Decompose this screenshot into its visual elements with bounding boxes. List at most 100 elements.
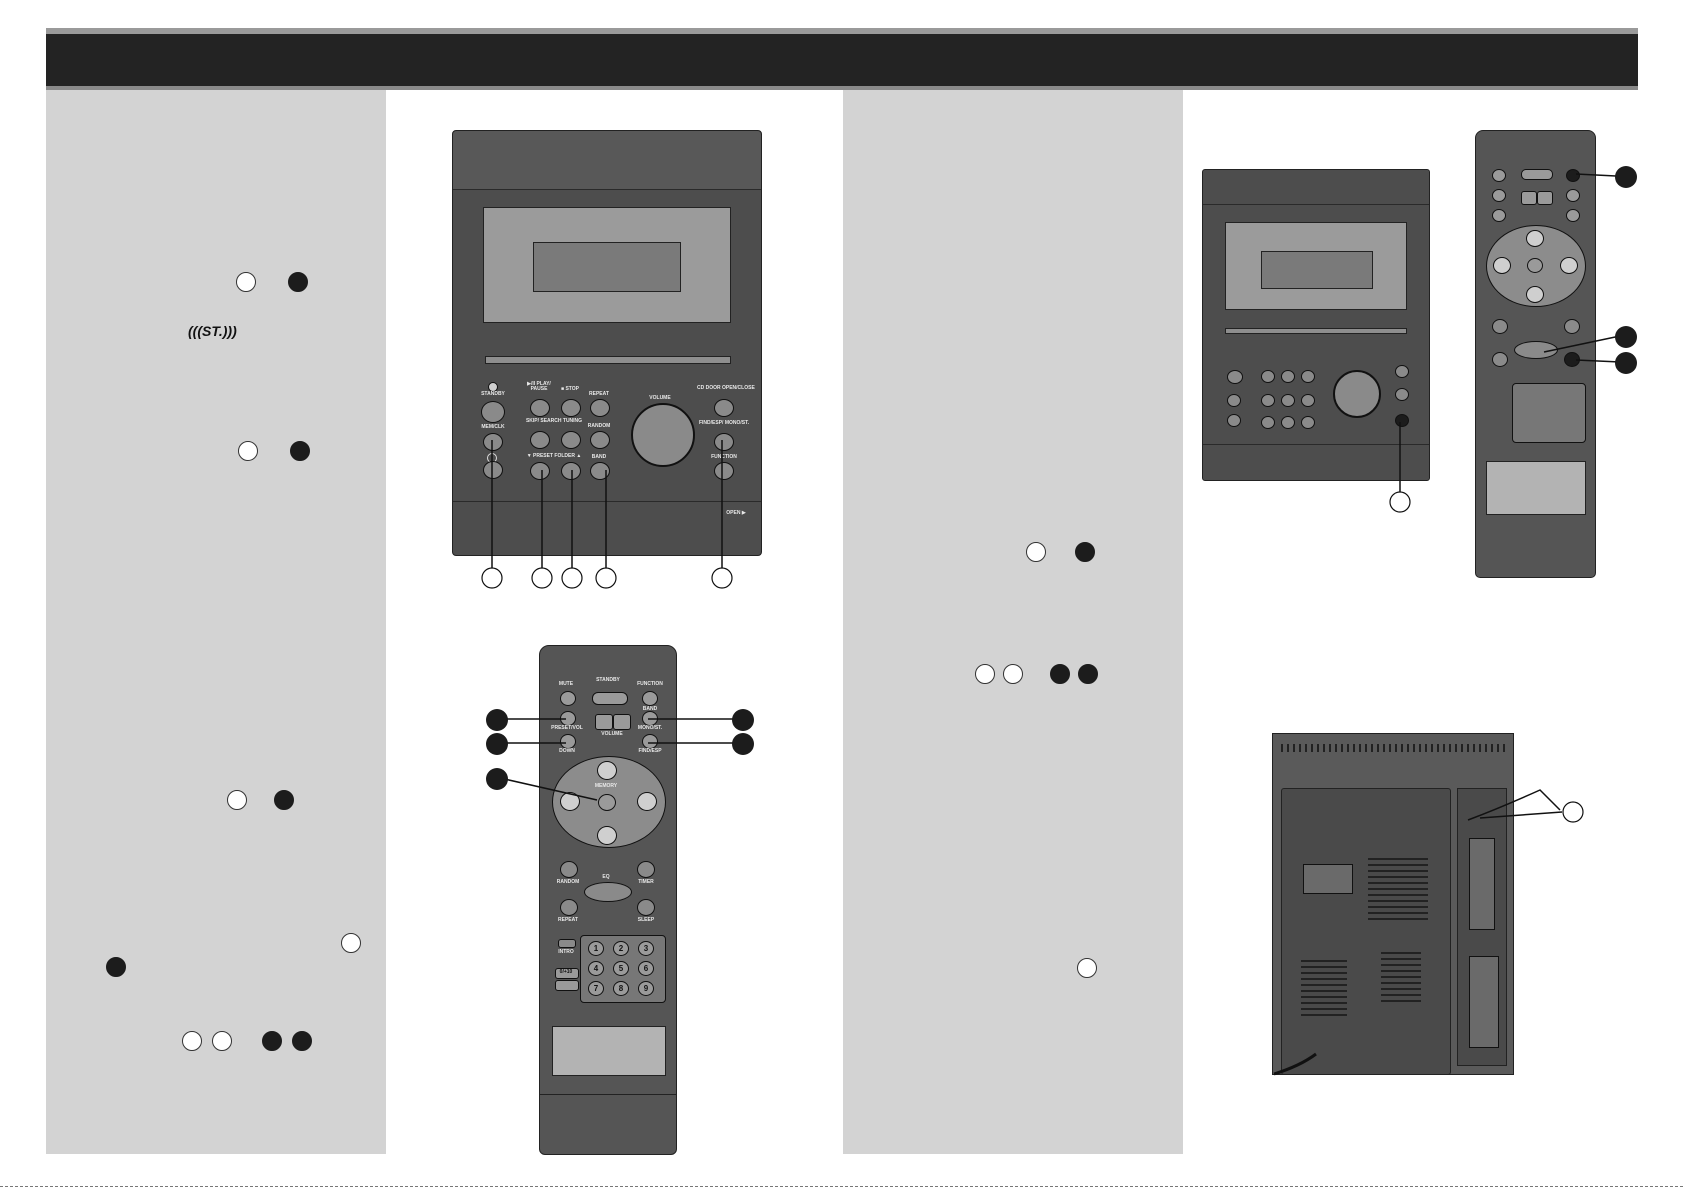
find-esp-button[interactable] — [714, 433, 734, 451]
key-4[interactable]: 4 — [588, 961, 604, 976]
small-remote-random[interactable] — [1492, 319, 1508, 334]
main-unit: STANDBY MEM/CLK ▶/II PLAY/ PAUSE ■ STOP … — [452, 130, 762, 556]
small-preset-up-button[interactable] — [1281, 416, 1295, 429]
small-play-button[interactable] — [1261, 370, 1275, 383]
preset-folder-label: ▼ PRESET FOLDER ▲ — [526, 453, 582, 459]
small-mem-button[interactable] — [1227, 394, 1241, 407]
remote-down-button[interactable] — [560, 734, 576, 749]
small-function-button[interactable] — [1395, 414, 1409, 427]
remote-play-pause-button[interactable] — [597, 761, 617, 780]
ref-circle-filled — [106, 957, 126, 977]
small-remote-mono[interactable] — [1566, 209, 1580, 222]
repeat-button[interactable] — [590, 399, 610, 417]
voltage-selector[interactable] — [1303, 864, 1353, 894]
key-2[interactable]: 2 — [613, 941, 629, 956]
function-button[interactable] — [714, 462, 734, 480]
small-remote-eq[interactable] — [1514, 341, 1558, 359]
key-6[interactable]: 6 — [638, 961, 654, 976]
volume-knob[interactable] — [631, 403, 695, 467]
small-remote-down[interactable] — [1492, 209, 1506, 222]
small-remote-standby[interactable] — [1521, 169, 1553, 180]
antenna-terminal[interactable] — [1469, 838, 1495, 930]
small-remote-play[interactable] — [1526, 230, 1544, 247]
small-remote-keypad — [1512, 383, 1586, 443]
remote-preset-vol-label: PRESET/VOL — [551, 725, 583, 731]
small-cd-door-button[interactable] — [1395, 365, 1409, 378]
ref-circle-open — [227, 790, 247, 810]
key-9[interactable]: 9 — [638, 981, 654, 996]
preset-down-button[interactable] — [530, 462, 550, 480]
ref-circle-filled — [292, 1031, 312, 1051]
small-remote-function[interactable] — [1566, 169, 1580, 182]
remote-next-button[interactable] — [637, 792, 657, 811]
small-remote-stop[interactable] — [1526, 286, 1544, 303]
preset-up-button[interactable] — [561, 462, 581, 480]
remote-intro-button[interactable] — [558, 939, 576, 948]
small-remote-prev[interactable] — [1493, 257, 1511, 274]
remote-bottom-cap — [540, 1094, 676, 1095]
small-preset-down-button[interactable] — [1261, 416, 1275, 429]
band-button[interactable] — [590, 462, 610, 480]
remote-volume-plus[interactable] — [613, 714, 631, 730]
header-top-line — [46, 28, 1638, 34]
skip-back-button[interactable] — [530, 431, 550, 449]
speaker-terminals[interactable] — [1469, 956, 1499, 1048]
small-remote-band[interactable] — [1566, 189, 1580, 202]
large-remote: MUTE STANDBY FUNCTION BAND PRESET/VOL VO… — [539, 645, 677, 1155]
small-phones-button[interactable] — [1227, 414, 1241, 427]
small-forward-button[interactable] — [1281, 394, 1295, 407]
small-random-button[interactable] — [1301, 394, 1315, 407]
random-button[interactable] — [590, 431, 610, 449]
small-band-button[interactable] — [1301, 416, 1315, 429]
remote-eq-button[interactable] — [584, 882, 632, 902]
key-7[interactable]: 7 — [588, 981, 604, 996]
remote-key-ten-button[interactable] — [555, 980, 579, 991]
remote-standby-button[interactable] — [592, 692, 628, 705]
small-remote-next[interactable] — [1560, 257, 1578, 274]
stop-button[interactable] — [561, 399, 581, 417]
remote-mono-st-button[interactable] — [642, 734, 658, 749]
key-1[interactable]: 1 — [588, 941, 604, 956]
cd-door-button[interactable] — [714, 399, 734, 417]
ref-circle-filled — [1050, 664, 1070, 684]
remote-random-button[interactable] — [560, 861, 578, 878]
remote-prev-button[interactable] — [560, 792, 580, 811]
remote-stop-button[interactable] — [597, 826, 617, 845]
small-volume-knob[interactable] — [1333, 370, 1381, 418]
remote-volume-minus[interactable] — [595, 714, 613, 730]
standby-button[interactable] — [481, 401, 505, 423]
phones-button[interactable] — [483, 461, 503, 479]
small-remote-mute[interactable] — [1492, 169, 1506, 182]
key-8[interactable]: 8 — [613, 981, 629, 996]
remote-timer-label: TIMER — [638, 879, 654, 885]
small-remote-vol-minus[interactable] — [1521, 191, 1537, 205]
key-3[interactable]: 3 — [638, 941, 654, 956]
remote-volume-label: VOLUME — [601, 731, 623, 737]
remote-zero-ten-button[interactable] — [555, 968, 579, 979]
skip-search-label: SKIP/ SEARCH TUNING — [525, 418, 583, 424]
remote-function-button[interactable] — [642, 691, 658, 706]
remote-timer-button[interactable] — [637, 861, 655, 878]
small-repeat-button[interactable] — [1301, 370, 1315, 383]
ref-circle-open — [1077, 958, 1097, 978]
key-5[interactable]: 5 — [613, 961, 629, 976]
remote-memory-button[interactable] — [598, 794, 616, 811]
small-remote-repeat[interactable] — [1492, 352, 1508, 367]
mem-clk-button[interactable] — [483, 433, 503, 451]
skip-forward-button[interactable] — [561, 431, 581, 449]
small-remote-preset[interactable] — [1492, 189, 1506, 202]
small-back-button[interactable] — [1261, 394, 1275, 407]
small-remote-memory[interactable] — [1527, 258, 1543, 273]
small-find-button[interactable] — [1395, 388, 1409, 401]
remote-repeat-button[interactable] — [560, 899, 578, 916]
band-label: BAND — [591, 454, 607, 460]
small-remote-timer[interactable] — [1564, 319, 1580, 334]
remote-sleep-label: SLEEP — [637, 917, 655, 923]
remote-mute-button[interactable] — [560, 691, 576, 706]
small-remote-vol-plus[interactable] — [1537, 191, 1553, 205]
remote-sleep-button[interactable] — [637, 899, 655, 916]
play-pause-button[interactable] — [530, 399, 550, 417]
small-standby-button[interactable] — [1227, 370, 1243, 384]
small-stop-button[interactable] — [1281, 370, 1295, 383]
